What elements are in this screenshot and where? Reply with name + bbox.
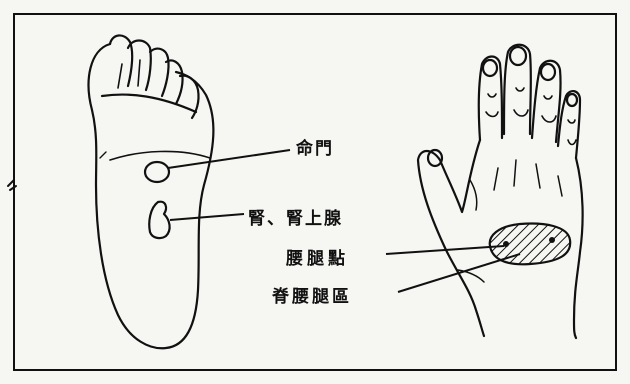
foot-leader-lines <box>167 149 291 221</box>
leader-line-mingmen <box>167 149 291 169</box>
label-lumbar-leg-point: 腰腿點 <box>286 249 349 269</box>
spine-lumbar-leg-area-hatch <box>488 222 572 266</box>
hand-illustration <box>416 43 584 340</box>
leader-line-kidney <box>169 213 245 221</box>
diagram-frame <box>13 13 617 371</box>
lumbar-leg-point-dot <box>503 241 509 247</box>
label-kidney-adrenal: 腎、腎上腺 <box>248 209 343 229</box>
label-spine-lumbar-leg-area: 脊腰腿區 <box>272 287 352 307</box>
label-mingmen: 命門 <box>296 139 334 159</box>
leader-line-lumbar-leg-point <box>385 245 505 255</box>
leader-line-spine-lumbar-leg-area <box>397 253 521 293</box>
hand-leader-lines <box>385 245 521 293</box>
foot-sole-illustration <box>7 34 215 350</box>
